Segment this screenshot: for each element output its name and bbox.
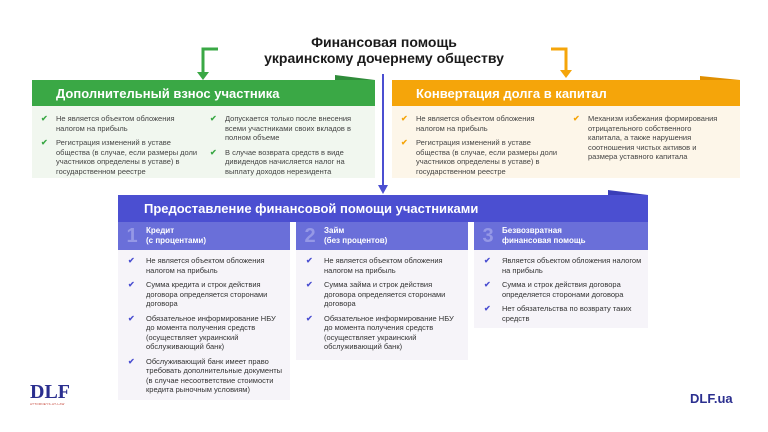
conversion-box: ✔Не является объектом обложения налогом … bbox=[392, 106, 740, 178]
step-number: 2 bbox=[304, 225, 316, 247]
list-item: ✔В случае возврата средств в виде дивиде… bbox=[210, 147, 345, 176]
list-item: ✔Обязательное информирование НБУ до моме… bbox=[128, 313, 276, 352]
list-item: ✔Является объектом обложения налогом на … bbox=[484, 256, 642, 275]
list-item: ✔Регистрация изменений в уставе общества… bbox=[41, 138, 198, 176]
check-icon: ✔ bbox=[210, 114, 217, 123]
list-item: ✔Регистрация изменений в уставе общества… bbox=[401, 138, 558, 176]
check-icon: ✔ bbox=[401, 138, 408, 147]
list-item: ✔Нет обязательства по возврату таких сре… bbox=[484, 304, 632, 323]
list-item: ✔Допускается только после внесения всеми… bbox=[210, 114, 352, 142]
check-icon: ✔ bbox=[128, 280, 135, 289]
check-icon: ✔ bbox=[484, 256, 491, 265]
column-1-list: ✔Не является объектом обложения налогом … bbox=[118, 250, 290, 400]
conversion-title: Конвертация долга в капитал bbox=[416, 85, 607, 101]
title-line-1: Финансовая помощь bbox=[311, 34, 457, 50]
column-2-list: ✔Не является объектом обложения налогом … bbox=[296, 250, 468, 360]
contribution-box: ✔Не является объектом обложения налогом … bbox=[32, 106, 375, 178]
contribution-title: Дополнительный взнос участника bbox=[56, 85, 280, 101]
list-item: ✔Обязательное информирование НБУ до моме… bbox=[306, 313, 454, 352]
list-item: ✔Механизм избежания формирования отрицат… bbox=[573, 114, 718, 161]
list-item: ✔Не является объектом обложения налогом … bbox=[401, 114, 535, 133]
check-icon: ✔ bbox=[306, 256, 313, 265]
list-item: ✔Не является объектом обложения налогом … bbox=[306, 256, 443, 275]
list-item: ✔Не является объектом обложения налогом … bbox=[41, 114, 175, 133]
check-icon: ✔ bbox=[41, 114, 48, 123]
list-item: ✔Сумма и строк действия договора определ… bbox=[484, 280, 624, 299]
check-icon: ✔ bbox=[573, 114, 580, 123]
check-icon: ✔ bbox=[306, 280, 313, 289]
connectors bbox=[197, 47, 740, 195]
list-item: ✔Сумма займа и строк действия договора о… bbox=[306, 280, 446, 308]
check-icon: ✔ bbox=[401, 114, 408, 123]
list-item: ✔Не является объектом обложения налогом … bbox=[128, 256, 265, 275]
assistance-header: Предоставление финансовой помощи участни… bbox=[118, 195, 648, 222]
check-icon: ✔ bbox=[128, 356, 135, 366]
check-icon: ✔ bbox=[41, 138, 48, 147]
site-link[interactable]: DLF.ua bbox=[690, 391, 733, 406]
step-number: 1 bbox=[126, 225, 138, 247]
check-icon: ✔ bbox=[306, 313, 313, 323]
contribution-header: Дополнительный взнос участника bbox=[32, 80, 375, 106]
dlf-logo: DLF ATTORNEYS-AT-LAW bbox=[30, 381, 70, 406]
check-icon: ✔ bbox=[210, 147, 217, 157]
page-title: Финансовая помощь украинскому дочернему … bbox=[0, 34, 768, 66]
conversion-header: Конвертация долга в капитал bbox=[392, 80, 740, 106]
title-line-2: украинскому дочернему обществу bbox=[264, 50, 504, 66]
list-item: ✔Обслуживающий банк имеет право требоват… bbox=[128, 356, 283, 395]
check-icon: ✔ bbox=[128, 256, 135, 265]
check-icon: ✔ bbox=[484, 304, 491, 313]
assistance-title: Предоставление финансовой помощи участни… bbox=[144, 201, 479, 216]
check-icon: ✔ bbox=[484, 280, 491, 289]
orange-arrow bbox=[551, 47, 568, 72]
green-arrow bbox=[201, 47, 218, 74]
step-number: 3 bbox=[482, 225, 494, 247]
list-item: ✔Сумма кредита и строк действия договора… bbox=[128, 280, 268, 308]
column-3-list: ✔Является объектом обложения налогом на … bbox=[474, 250, 648, 328]
check-icon: ✔ bbox=[128, 313, 135, 323]
